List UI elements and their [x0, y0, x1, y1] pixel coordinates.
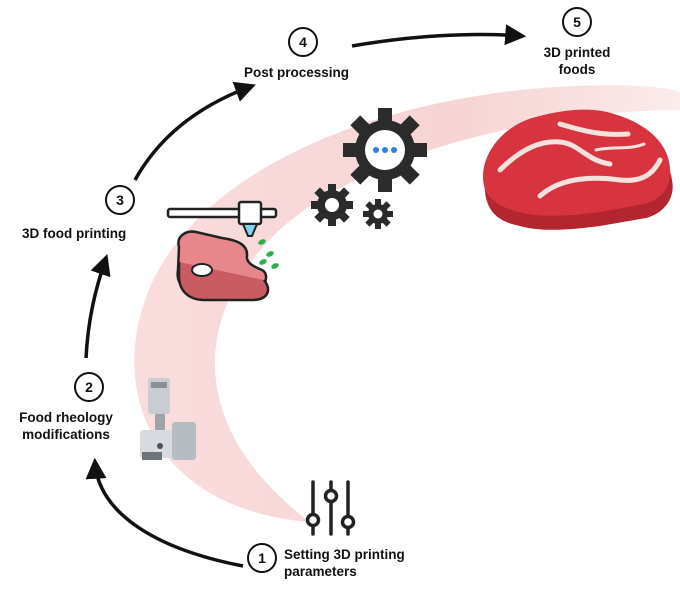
step-1-number: 1	[247, 543, 277, 573]
step-3-label: 3D food printing	[22, 225, 126, 242]
step-3-number: 3	[105, 185, 135, 215]
step-1-label-line2: parameters	[284, 564, 357, 579]
arrow-3-to-4	[133, 81, 256, 181]
step-3-label-line1: 3D food printing	[22, 226, 127, 241]
process-band	[134, 85, 680, 522]
3d-food-printer-icon	[166, 200, 279, 302]
step-5-label-line2: foods	[558, 62, 596, 77]
arrow-1-to-2	[85, 457, 244, 568]
step-4-label: Post processing	[244, 64, 349, 81]
steak-icon	[483, 109, 673, 230]
step-4-number: 4	[288, 27, 318, 57]
step-5-number: 5	[562, 7, 592, 37]
sliders-icon	[305, 480, 356, 536]
step-2-number: 2	[74, 372, 104, 402]
arrow-4-to-5	[351, 24, 527, 48]
step-1-label: Setting 3D printing parameters	[284, 546, 405, 580]
step-5-label: 3D printed foods	[530, 44, 624, 78]
step-5-label-line1: 3D printed	[543, 45, 611, 60]
step-2-label-line1: Food rheology	[19, 410, 113, 425]
arrow-2-to-3	[84, 254, 111, 359]
step-2-label: Food rheology modifications	[8, 409, 124, 443]
rheometer-icon	[140, 378, 196, 460]
step-4-label-line1: Post processing	[244, 65, 350, 80]
step-1-label-line1: Setting 3D printing	[284, 547, 405, 562]
step-2-label-line2: modifications	[22, 427, 110, 442]
